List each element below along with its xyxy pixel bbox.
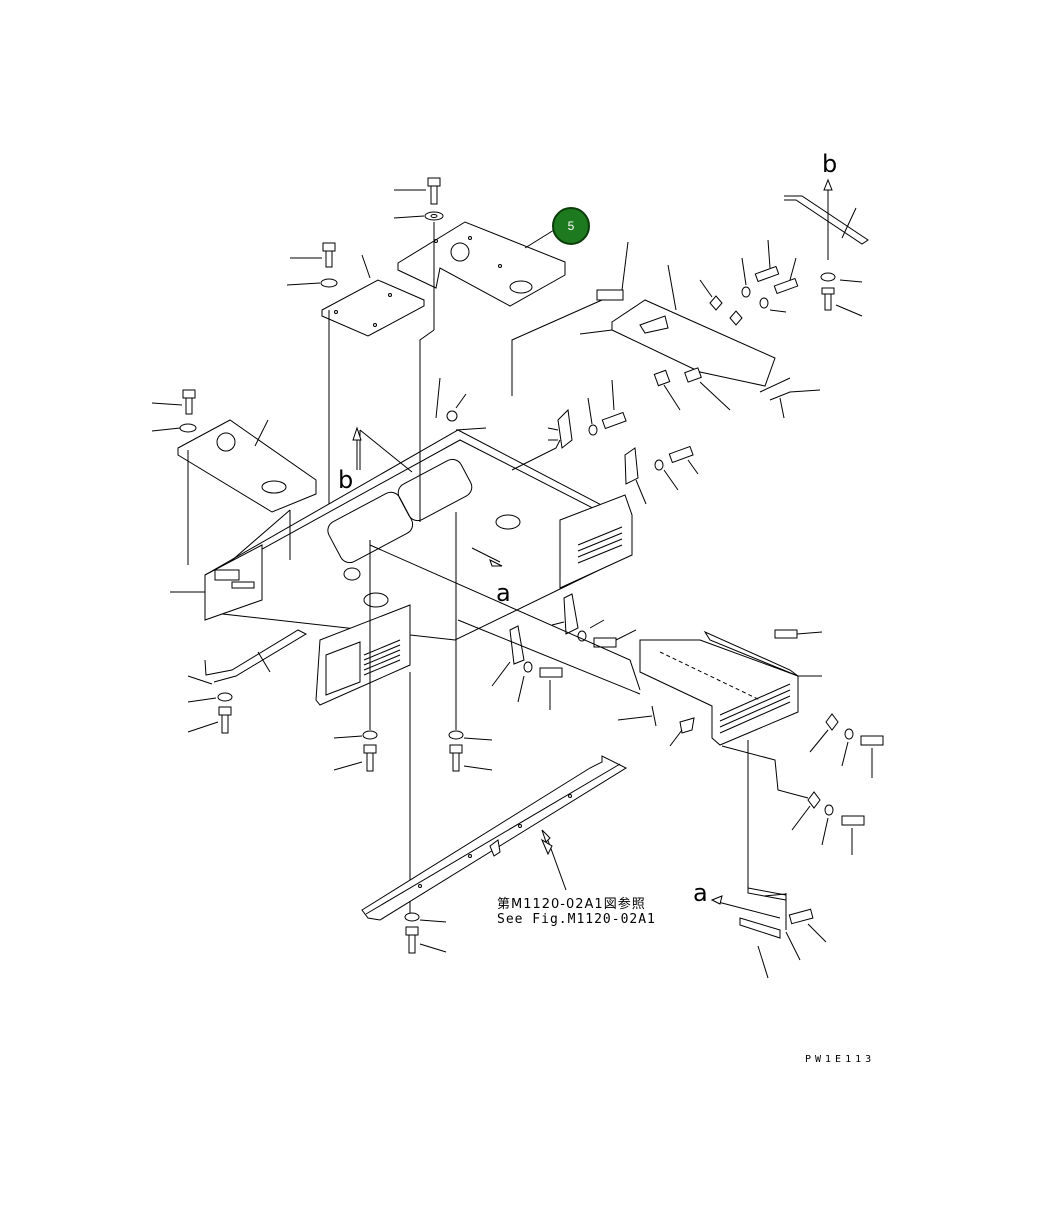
front-cover-louvered [315,604,411,915]
lower-right-bracket [710,740,827,979]
view-mark-a-center: a [496,579,511,607]
top-cover-plate [397,221,566,307]
view-mark-a-bottom: a [693,879,708,907]
reference-note-jp: 第M1120-02A1図参照 [497,897,646,912]
rear-cover-louvered [559,494,633,589]
washer-top [393,211,444,330]
clips-middle-lower [491,593,695,747]
support-rod-top-right [784,178,869,317]
clips-center [547,379,699,505]
bolts-middle-lower [333,512,493,772]
left-rod-assembly [187,629,308,734]
view-arrow-b-left [352,426,362,470]
view-mark-b-top: b [822,150,837,178]
bolt-bottom [404,912,447,954]
left-side-cover [170,544,263,621]
bolt-top [394,177,441,205]
view-arrow-a-center [471,547,503,567]
reference-note-en: See Fig.M1120-02A1 [497,912,656,927]
callout-badge-5[interactable]: 5 [552,207,590,245]
left-cover-plate [177,419,317,513]
upper-right-bracket [579,241,776,411]
bolt-far-left [151,389,197,565]
callout-number: 5 [567,219,575,233]
view-mark-b-left: b [338,466,353,494]
lower-rail [361,755,628,921]
leader-line-callout [524,229,555,249]
right-side-cover-louvered [639,630,822,746]
bolts-upper-right [699,239,799,326]
small-cover-plate [321,254,425,337]
drawing-code: PW1E113 [805,1054,876,1065]
note-pointer [540,838,553,856]
